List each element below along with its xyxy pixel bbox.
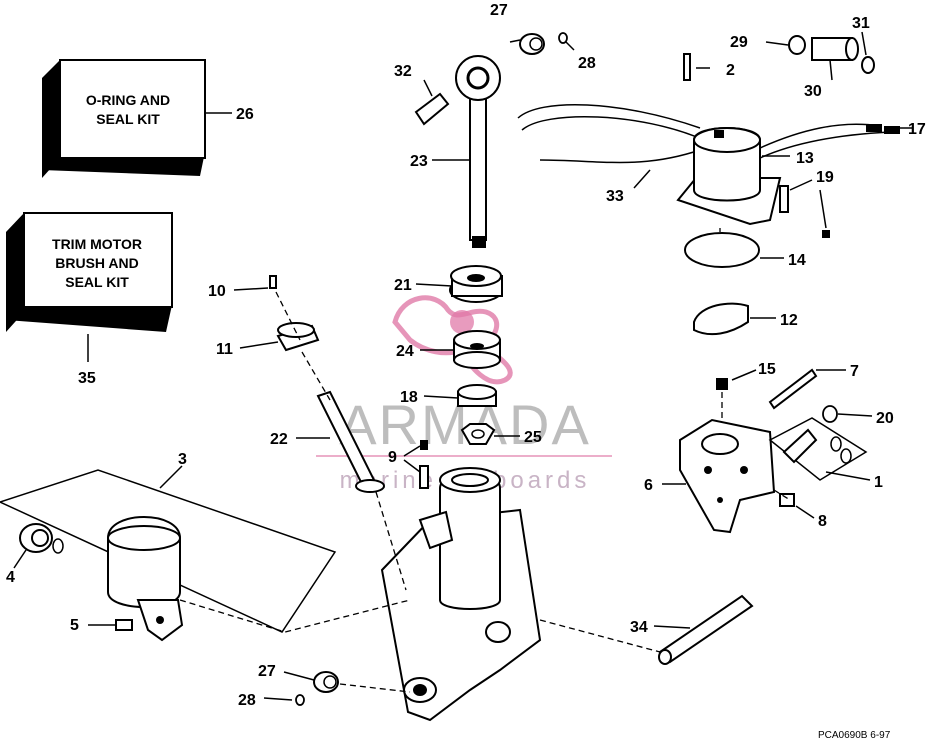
part-24-piston bbox=[453, 330, 501, 369]
callout-28-bottom: 28 bbox=[238, 692, 256, 709]
part-32-pin bbox=[414, 92, 450, 126]
part-34-pin bbox=[658, 594, 754, 665]
part-7-bolt bbox=[768, 368, 818, 410]
part-6-manifold bbox=[679, 418, 776, 534]
kit-26-line2: SEAL KIT bbox=[96, 111, 160, 127]
callout-32: 32 bbox=[394, 63, 412, 80]
callout-5: 5 bbox=[70, 617, 79, 634]
callout-1: 1 bbox=[874, 474, 883, 491]
part-28-ring-top bbox=[558, 32, 568, 44]
callout-8: 8 bbox=[818, 513, 827, 530]
part-12-plate bbox=[693, 302, 749, 336]
callout-27-bottom: 27 bbox=[258, 663, 276, 680]
callout-7: 7 bbox=[850, 363, 859, 380]
part-4-bushing bbox=[19, 523, 64, 554]
callout-21: 21 bbox=[394, 277, 412, 294]
callout-27-top: 27 bbox=[490, 2, 508, 19]
callout-28-top: 28 bbox=[578, 55, 596, 72]
kit-35-line3: SEAL KIT bbox=[65, 274, 129, 290]
part-21-piston bbox=[449, 265, 503, 303]
callout-10: 10 bbox=[208, 283, 226, 300]
callout-6: 6 bbox=[644, 477, 653, 494]
callout-14: 14 bbox=[788, 252, 806, 269]
part-18-cap bbox=[457, 384, 497, 407]
callout-35: 35 bbox=[78, 370, 96, 387]
part-13-trim-motor bbox=[517, 103, 891, 226]
part-14-oring bbox=[684, 232, 760, 268]
callout-20: 20 bbox=[876, 410, 894, 427]
callout-31: 31 bbox=[852, 15, 870, 32]
part-20-ring bbox=[822, 405, 838, 423]
part-27-bushing-bottom bbox=[313, 671, 339, 693]
callout-24: 24 bbox=[396, 343, 414, 360]
callout-numbers: 27 28 2 29 30 31 17 13 33 19 14 12 15 7 … bbox=[6, 2, 926, 709]
callout-11: 11 bbox=[216, 341, 233, 358]
kit-26-line1: O-RING AND bbox=[86, 92, 170, 108]
part-8-screw bbox=[779, 493, 795, 507]
callout-2: 2 bbox=[726, 62, 735, 79]
callout-3: 3 bbox=[178, 451, 187, 468]
part-28-ring-bottom bbox=[295, 694, 305, 706]
callout-33: 33 bbox=[606, 188, 624, 205]
part-19-clip bbox=[779, 185, 830, 238]
callout-4: 4 bbox=[6, 569, 15, 586]
kit-35-line2: BRUSH AND bbox=[55, 255, 138, 271]
part-30-cap bbox=[811, 37, 859, 61]
part-11-valve bbox=[276, 322, 320, 352]
part-5-screw bbox=[115, 619, 133, 631]
part-25-nut bbox=[460, 423, 496, 445]
callout-19: 19 bbox=[816, 169, 834, 186]
callout-30: 30 bbox=[804, 83, 822, 100]
part-17-connectors bbox=[866, 124, 900, 134]
part-23-piston-rod bbox=[455, 55, 501, 248]
callout-29: 29 bbox=[730, 34, 748, 51]
kit-box-26: O-RING AND SEAL KIT bbox=[42, 59, 206, 178]
callout-15: 15 bbox=[758, 361, 776, 378]
callout-12: 12 bbox=[780, 312, 798, 329]
part-9-fittings bbox=[419, 440, 429, 489]
part-reservoir bbox=[107, 516, 184, 642]
callout-17: 17 bbox=[908, 121, 926, 138]
callout-13: 13 bbox=[796, 150, 814, 167]
part-29-washer bbox=[788, 35, 806, 55]
leader-lines bbox=[13, 31, 912, 701]
part-15-plug bbox=[716, 378, 728, 390]
callout-18: 18 bbox=[400, 389, 418, 406]
callout-22: 22 bbox=[270, 431, 288, 448]
callout-25: 25 bbox=[524, 429, 542, 446]
part-22-tube bbox=[316, 390, 385, 493]
part-10-screw bbox=[269, 275, 277, 289]
part-1-valve bbox=[782, 428, 852, 464]
main-cylinder-housing bbox=[380, 467, 542, 722]
part-31-oring bbox=[861, 56, 875, 74]
kit-box-35: TRIM MOTOR BRUSH AND SEAL KIT bbox=[6, 212, 173, 332]
kit-35-line1: TRIM MOTOR bbox=[52, 236, 142, 252]
callout-9: 9 bbox=[388, 449, 397, 466]
part-27-bushing-top bbox=[519, 33, 545, 55]
part-2-screw bbox=[683, 53, 691, 81]
callout-23: 23 bbox=[410, 153, 428, 170]
callout-34: 34 bbox=[630, 619, 648, 636]
drawing-reference: PCA0690B 6-97 bbox=[818, 730, 891, 741]
callout-26: 26 bbox=[236, 106, 254, 123]
